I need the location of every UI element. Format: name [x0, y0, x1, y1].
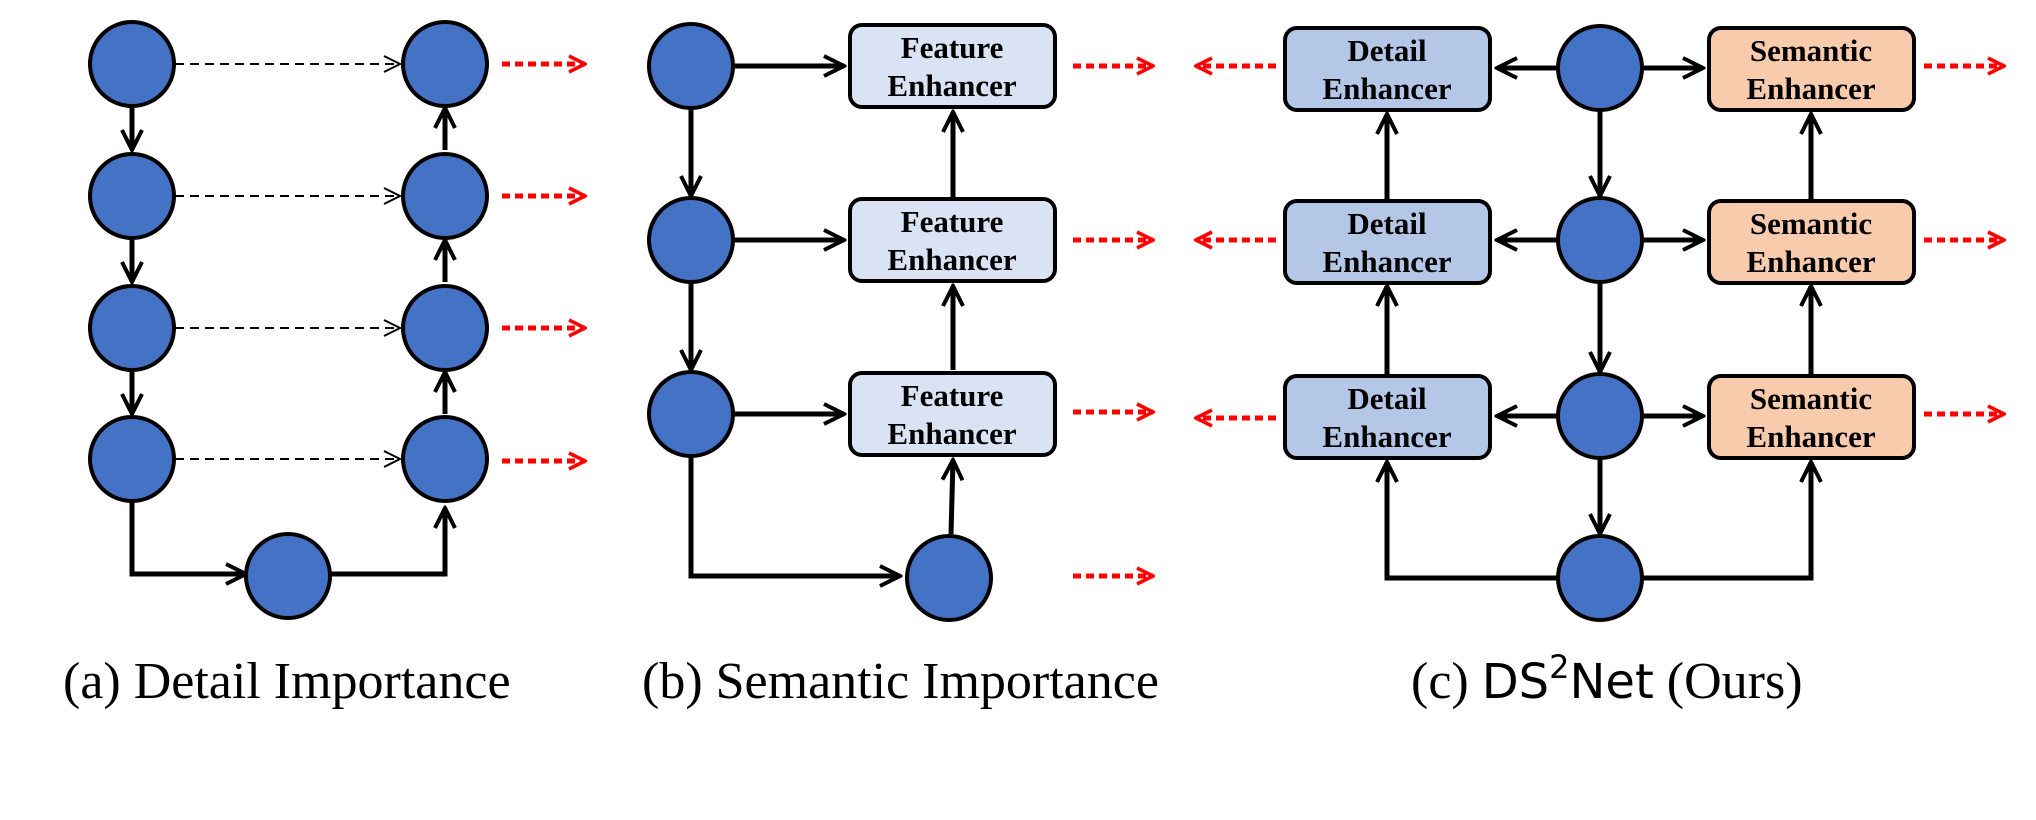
semantic-enhancer-box-3: Semantic Enhancer [1707, 374, 1916, 460]
feature-enhancer-2-line2: Enhancer [887, 242, 1016, 277]
node-b-2 [647, 196, 735, 284]
node-c-2 [1556, 196, 1644, 284]
node-c-1 [1556, 24, 1644, 112]
detail-enhancer-3-line2: Enhancer [1322, 419, 1451, 454]
node-a-r2 [401, 152, 489, 240]
semantic-enhancer-1-line2: Enhancer [1746, 71, 1875, 106]
semantic-enhancer-box-2: Semantic Enhancer [1707, 199, 1916, 285]
detail-enhancer-box-1: Detail Enhancer [1283, 26, 1492, 112]
node-c-3 [1556, 372, 1644, 460]
panel-ds2net: Detail Enhancer Detail Enhancer Detail E… [1196, 24, 2004, 710]
feature-enhancer-2-line1: Feature [901, 204, 1004, 239]
caption-c-open: (c) [1411, 653, 1482, 710]
feature-enhancer-1-line2: Enhancer [887, 68, 1016, 103]
node-a-r3 [401, 284, 489, 372]
semantic-enhancer-1-line1: Semantic [1750, 33, 1872, 68]
node-b-bottom [905, 534, 993, 622]
arrow-c-bottom-right [1642, 462, 1811, 581]
node-a-l2 [88, 152, 176, 240]
arrow-a-bottom-left [129, 500, 246, 574]
node-a-l1 [88, 20, 176, 108]
feature-enhancer-box-2: Feature Enhancer [848, 197, 1057, 283]
node-a-r1 [401, 20, 489, 108]
semantic-enhancer-3-line1: Semantic [1750, 381, 1872, 416]
panel-detail-importance: (a) Detail Importance [63, 20, 585, 710]
feature-enhancer-box-3: Feature Enhancer [848, 371, 1057, 457]
node-b-3 [647, 370, 735, 458]
arrow-c-bottom-left [1387, 462, 1558, 581]
semantic-enhancer-box-1: Semantic Enhancer [1707, 26, 1916, 112]
semantic-enhancer-3-line2: Enhancer [1746, 419, 1875, 454]
caption-c: (c) DS2Net (Ours) [1411, 648, 1803, 710]
node-a-l4 [88, 415, 176, 503]
arrow-b-bottom [688, 456, 900, 576]
detail-enhancer-3-line1: Detail [1347, 381, 1427, 416]
caption-b: (b) Semantic Importance [642, 653, 1159, 710]
arrow-b-up-3 [951, 460, 953, 535]
panel-semantic-importance: Feature Enhancer Feature Enhancer Featur… [642, 22, 1159, 710]
caption-a: (a) Detail Importance [63, 653, 511, 710]
detail-enhancer-box-2: Detail Enhancer [1283, 199, 1492, 285]
node-a-r4 [401, 415, 489, 503]
semantic-enhancer-2-line1: Semantic [1750, 206, 1872, 241]
feature-enhancer-1-line1: Feature [901, 30, 1004, 65]
detail-enhancer-1-line1: Detail [1347, 33, 1427, 68]
caption-c-suffix: (Ours) [1654, 653, 1803, 710]
feature-enhancer-3-line1: Feature [901, 378, 1004, 413]
node-c-bottom [1556, 534, 1644, 622]
detail-enhancer-box-3: Detail Enhancer [1283, 374, 1492, 460]
node-a-bottom [244, 532, 332, 620]
node-b-1 [647, 22, 735, 110]
node-a-l3 [88, 284, 176, 372]
semantic-enhancer-2-line2: Enhancer [1746, 244, 1875, 279]
caption-c-sup: 2 [1549, 648, 1569, 686]
detail-enhancer-2-line1: Detail [1347, 206, 1427, 241]
arrow-a-bottom-right [330, 508, 445, 577]
feature-enhancer-box-1: Feature Enhancer [848, 23, 1057, 109]
caption-c-ds: DS [1482, 654, 1549, 710]
detail-enhancer-2-line2: Enhancer [1322, 244, 1451, 279]
detail-enhancer-1-line2: Enhancer [1322, 71, 1451, 106]
feature-enhancer-3-line2: Enhancer [887, 416, 1016, 451]
caption-c-net: Net [1570, 654, 1654, 710]
